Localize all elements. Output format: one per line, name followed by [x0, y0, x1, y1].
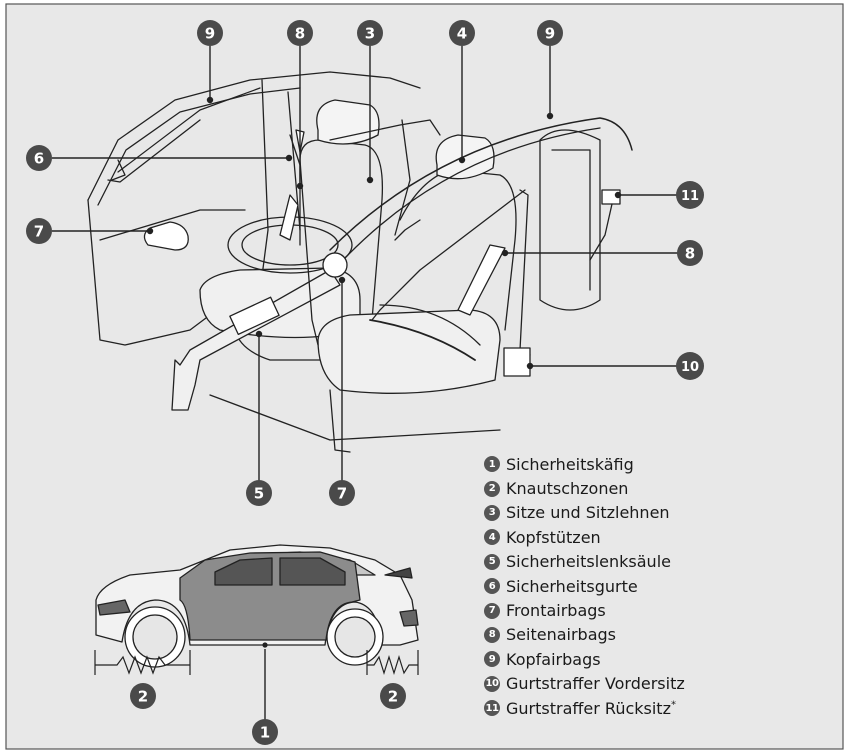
svg-text:2: 2	[138, 688, 148, 706]
exterior-car-illustration	[95, 544, 419, 668]
svg-text:2: 2	[388, 688, 398, 706]
legend-number: 6	[484, 578, 500, 595]
legend-number: 4	[484, 529, 500, 546]
legend-item: 3 Sitze und Sitzlehnen	[484, 501, 784, 525]
svg-text:1: 1	[260, 724, 270, 742]
callout-2-right: 2	[380, 683, 406, 709]
legend-number: 7	[484, 602, 500, 619]
legend-number: 5	[484, 553, 500, 570]
svg-text:8: 8	[685, 245, 695, 263]
callout-10: 10	[676, 352, 704, 380]
svg-text:10: 10	[681, 360, 699, 375]
legend-item: 8 Seitenairbags	[484, 623, 784, 647]
legend-label: Gurtstraffer Rücksitz*	[506, 699, 676, 718]
legend-number: 11	[484, 700, 500, 717]
crumple-zone-markers	[94, 649, 419, 743]
svg-text:4: 4	[457, 25, 467, 43]
legend-label: Seitenairbags	[506, 625, 616, 645]
legend-number: 8	[484, 626, 500, 643]
legend-item: 9 Kopfairbags	[484, 647, 784, 671]
legend-number: 3	[484, 504, 500, 521]
callout-9-top-right: 9	[537, 20, 563, 46]
legend-label: Gurtstraffer Vordersitz	[506, 674, 685, 694]
legend-item: 7 Frontairbags	[484, 598, 784, 622]
legend-number: 2	[484, 480, 500, 497]
svg-text:9: 9	[545, 25, 555, 43]
callout-7-left: 7	[26, 218, 52, 244]
callout-7-bottom: 7	[329, 480, 355, 506]
legend-item: 5 Sicherheitslenksäule	[484, 550, 784, 574]
callout-6: 6	[26, 145, 52, 171]
legend-label-text: Gurtstraffer Rücksitz	[506, 698, 671, 718]
callout-3: 3	[357, 20, 383, 46]
svg-text:7: 7	[34, 223, 44, 241]
legend-item: 6 Sicherheitsgurte	[484, 574, 784, 598]
legend-item: 4 Kopfstützen	[484, 525, 784, 549]
interior-illustration	[87, 71, 633, 453]
svg-text:5: 5	[254, 485, 264, 503]
legend-number: 10	[484, 675, 500, 692]
legend-label: Kopfstützen	[506, 527, 601, 547]
callout-1: 1	[252, 719, 278, 745]
legend-label: Kopfairbags	[506, 649, 601, 669]
legend-item: 1 Sicherheitskäfig	[484, 452, 784, 476]
legend: 1 Sicherheitskäfig 2 Knautschzonen 3 Sitze …	[484, 452, 784, 720]
legend-item: 10 Gurtstraffer Vordersitz	[484, 672, 784, 696]
legend-label: Sicherheitsgurte	[506, 576, 638, 596]
callout-5: 5	[246, 480, 272, 506]
svg-text:7: 7	[337, 485, 347, 503]
footnote-mark: *	[670, 699, 676, 711]
callout-8-top: 8	[287, 20, 313, 46]
legend-label: Sicherheitslenksäule	[506, 552, 671, 572]
svg-text:6: 6	[34, 150, 44, 168]
svg-text:8: 8	[295, 25, 305, 43]
interior-leader-lines	[52, 46, 686, 493]
legend-number: 1	[484, 456, 500, 473]
legend-label: Sitze und Sitzlehnen	[506, 503, 670, 523]
svg-text:3: 3	[365, 25, 375, 43]
callout-9-top-left: 9	[197, 20, 223, 46]
callout-4: 4	[449, 20, 475, 46]
callout-2-left: 2	[130, 683, 156, 709]
svg-text:9: 9	[205, 25, 215, 43]
legend-number: 9	[484, 651, 500, 668]
legend-item: 2 Knautschzonen	[484, 476, 784, 500]
legend-label: Frontairbags	[506, 601, 606, 621]
legend-item: 11 Gurtstraffer Rücksitz*	[484, 696, 784, 720]
callout-11: 11	[676, 181, 704, 209]
callout-8-right: 8	[677, 240, 703, 266]
svg-text:11: 11	[681, 189, 699, 204]
legend-label: Knautschzonen	[506, 479, 629, 499]
legend-label: Sicherheitskäfig	[506, 454, 634, 474]
